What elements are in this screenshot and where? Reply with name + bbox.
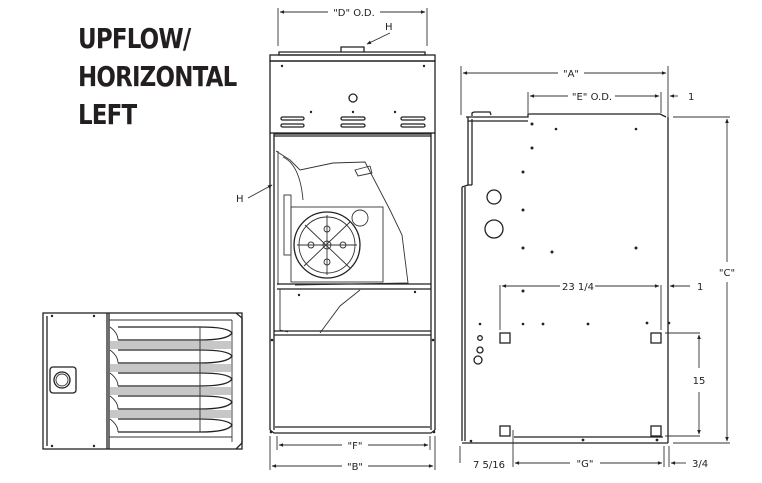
blower-assembly	[275, 150, 431, 290]
dimension-c: "C"	[673, 116, 735, 444]
dimension-b-label: "B"	[347, 462, 363, 473]
diagram-title: UPFLOW/ HORIZONTAL LEFT	[78, 20, 237, 134]
offset-top-right-label: 1	[688, 92, 694, 103]
offset-mount-right-label: 1	[697, 282, 703, 293]
title-line-3: LEFT	[78, 98, 137, 131]
callout-h-top-label: H	[385, 22, 393, 33]
dimension-c-label: "C"	[719, 268, 735, 279]
dimension-bottom-row: 7 5/16 "G" 3/4	[459, 430, 708, 471]
dimension-f-label: "F"	[348, 441, 363, 452]
dimension-f: "F"	[276, 436, 431, 452]
dimension-23-1-4-label: 23 1/4	[562, 282, 594, 293]
side-panel-screw-dots	[469, 122, 671, 443]
dimension-b: "B"	[269, 436, 436, 473]
callout-h-left-label: H	[236, 194, 244, 205]
dimension-e-label: "E" O.D.	[572, 92, 612, 103]
callout-h-left: H	[236, 184, 273, 205]
dimension-d-label: "D" O.D.	[333, 8, 375, 19]
title-line-1: UPFLOW/	[78, 22, 191, 55]
horizontal-view	[42, 312, 243, 450]
side-view: "A" "E" O.D. 1	[459, 66, 735, 471]
dimension-a: "A"	[460, 66, 669, 117]
mounting-pads	[499, 332, 662, 437]
title-line-2: HORIZONTAL	[78, 60, 237, 93]
dimension-e-od: "E" O.D. 1	[527, 92, 694, 113]
dimension-a-label: "A"	[563, 69, 579, 80]
callout-h-top: H	[366, 22, 393, 45]
front-view: "D" O.D. H	[236, 8, 436, 473]
dimension-d-od: "D" O.D.	[277, 8, 428, 46]
dimension-15-label: 15	[693, 376, 706, 387]
heat-exchanger-tubes	[109, 319, 233, 438]
dimension-23-1-4: 23 1/4 1	[499, 282, 703, 330]
offset-bottom-right-label: 3/4	[692, 459, 708, 470]
dimension-15: 15	[665, 332, 706, 437]
offset-bottom-left-label: 7 5/16	[473, 460, 505, 471]
dimension-g-label: "G"	[577, 459, 594, 470]
